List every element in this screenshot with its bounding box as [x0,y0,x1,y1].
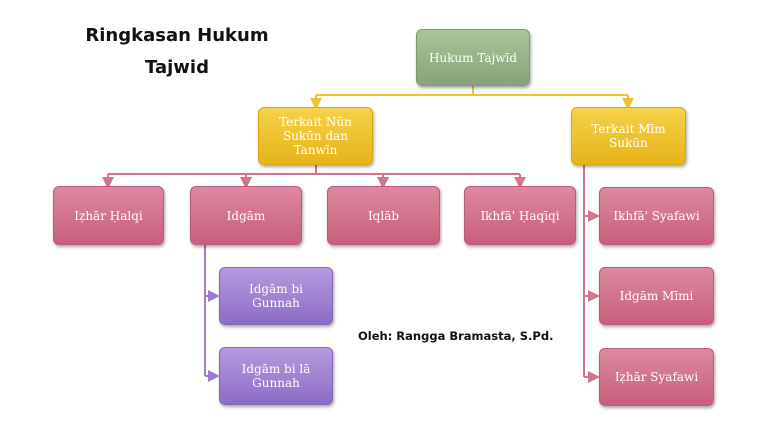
node-iqlab: Iqlāb [327,186,440,245]
node-idgham-bi-gunnah: Idgām bi Gunnah [219,267,333,325]
mim-sukun-connectors [583,165,600,383]
root-connectors [310,86,634,110]
idgham-connectors [204,245,220,382]
node-idgham: Idgām [190,186,302,245]
node-mim-sukun: Terkait Mīm Sukūn [571,107,686,165]
title-line-2: Tajwid [145,57,209,78]
nun-sukun-connectors [102,165,526,189]
author-credit: Oleh: Rangga Bramasta, S.Pd. [358,329,554,343]
node-ikhfa-syafawi: Ikhfā' Syafawi [599,187,714,245]
node-idgham-bi-la-gunnah: Idgām bi lā Gunnah [219,347,333,405]
node-nun-sukun-tanwin: Terkait Nūn Sukūn dan Tanwīn [258,107,373,165]
node-izhar-syafawi: Iẓhār Syafawi [599,348,714,406]
diagram-title: Ringkasan Hukum Tajwid [72,20,282,84]
node-idgham-mimi: Idgām Mīmi [599,267,714,325]
node-izhar-halqi: Iẓhār Ḥalqi [53,186,164,245]
title-line-1: Ringkasan Hukum [85,25,269,46]
node-ikhfa-haqiqi: Ikhfā' Ḥaqīqi [464,186,576,245]
node-hukum-tajwid: Hukum Tajwīd [416,29,530,86]
